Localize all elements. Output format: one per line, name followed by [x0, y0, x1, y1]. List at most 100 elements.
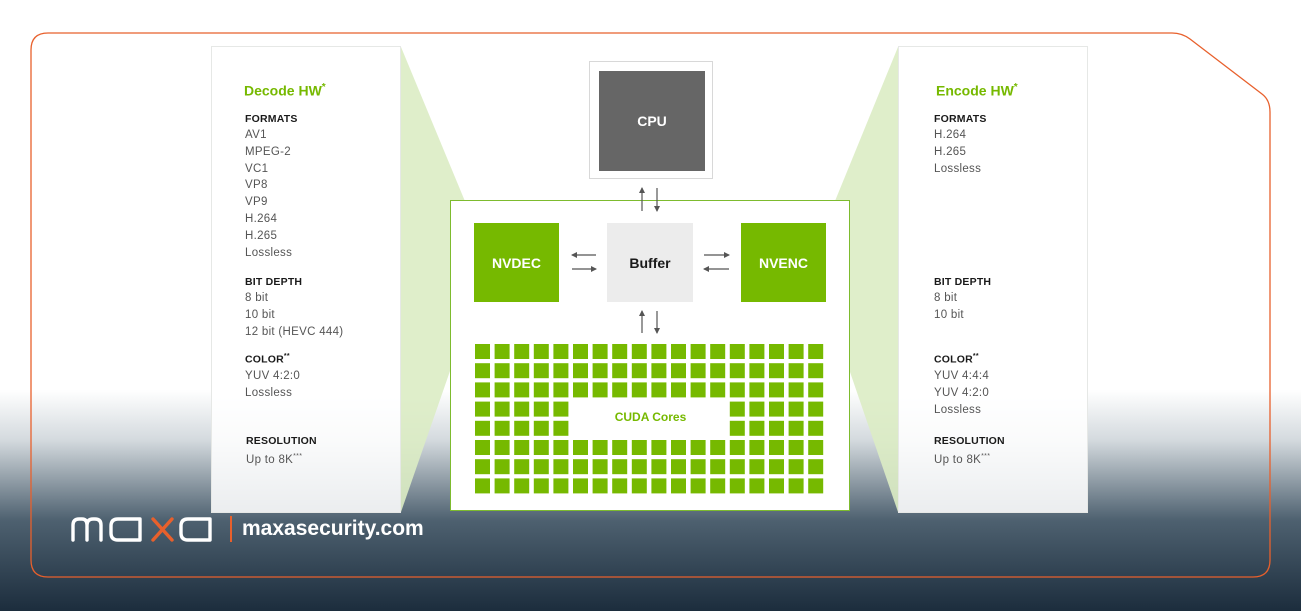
cuda-core-cell [710, 382, 726, 398]
cuda-core-cell [651, 382, 667, 398]
decode-bitdepth-item: 12 bit (HEVC 444) [245, 325, 344, 338]
cuda-core-cell [729, 382, 745, 398]
cuda-core-cell [494, 382, 510, 398]
cuda-core-cell [651, 459, 667, 475]
cuda-core-cell [690, 459, 706, 475]
cuda-core-cell [553, 440, 569, 455]
cuda-core-cell [749, 420, 765, 436]
cuda-core-cell [788, 440, 804, 455]
cuda-core-cell [533, 401, 549, 417]
cuda-core-cell [612, 344, 628, 359]
decode-resolution-heading: RESOLUTION [246, 435, 317, 447]
decode-funnel [401, 47, 474, 512]
cuda-core-cell [788, 363, 804, 379]
decode-formats-heading: FORMATS [245, 113, 298, 125]
decode-format-item: AV1 [245, 129, 267, 141]
cuda-core-cell [514, 344, 530, 359]
brand-footer: maxa maxasecurity.com [70, 512, 424, 546]
cuda-core-cell [631, 382, 647, 398]
cpu-card: CPU [589, 61, 713, 179]
cuda-core-cell [592, 459, 608, 475]
encode-color-item: YUV 4:2:0 [934, 386, 990, 399]
cpu-buffer-arrows [639, 187, 660, 212]
cuda-core-cell [808, 344, 824, 359]
decode-hw-title: Decode HW* [244, 82, 326, 99]
cuda-core-cell [494, 401, 510, 417]
cuda-core-cell [573, 459, 588, 475]
cuda-core-cell [769, 440, 784, 455]
cuda-core-cell [651, 440, 667, 455]
encode-hw-panel: Encode HW* FORMATS H.264 H.265 Lossless … [898, 46, 1088, 513]
encode-formats-list: H.264 H.265 Lossless [934, 127, 981, 177]
cuda-core-cell [808, 420, 824, 436]
decode-bitdepth-list: 8 bit 10 bit 12 bit (HEVC 444) [245, 290, 343, 340]
cuda-core-cell [769, 478, 784, 494]
cuda-core-cell [494, 344, 510, 359]
encode-format-item: Lossless [934, 162, 982, 175]
cuda-core-cell [514, 459, 530, 475]
cuda-core-cell [514, 382, 530, 398]
decode-format-item: VP8 [245, 179, 268, 192]
cuda-core-cell [690, 382, 706, 398]
encode-bitdepth-item: 8 bit [934, 292, 958, 304]
decode-resolution-value: Up to 8K*** [246, 453, 303, 466]
cuda-core-cell [573, 440, 588, 455]
cuda-core-cell [514, 401, 530, 417]
cuda-core-cell [749, 401, 765, 417]
cuda-core-cell [514, 363, 530, 379]
encode-color-item: Lossless [934, 403, 982, 416]
cuda-core-cell [631, 440, 647, 455]
cuda-core-cell [788, 382, 804, 398]
cuda-core-cell [573, 363, 588, 379]
cuda-core-cell [769, 459, 784, 475]
cuda-core-cell [494, 459, 510, 475]
cuda-core-cell [690, 344, 706, 359]
cuda-core-cell [710, 363, 726, 379]
cuda-core-cell [553, 344, 569, 359]
decode-format-item: H.264 [245, 212, 278, 225]
nvdec-buffer-arrows [571, 252, 597, 272]
cuda-core-cell [808, 382, 824, 398]
cuda-core-cell [533, 420, 549, 436]
cuda-core-cell [769, 363, 784, 379]
cuda-core-cell [788, 420, 804, 436]
cuda-core-cell [494, 440, 510, 455]
nvdec-block: NVDEC [474, 223, 559, 302]
decode-color-item: Lossless [245, 386, 293, 399]
cuda-core-cell [710, 478, 726, 494]
cuda-core-cell [749, 459, 765, 475]
cuda-core-cell [769, 420, 784, 436]
cuda-core-cell [808, 478, 824, 494]
cuda-core-cell [573, 382, 588, 398]
cuda-core-cell [671, 382, 686, 398]
cuda-core-cell [671, 440, 686, 455]
cuda-core-cell [533, 459, 549, 475]
cuda-core-cell [729, 401, 745, 417]
cuda-core-cell [671, 344, 686, 359]
cuda-core-cell [631, 459, 647, 475]
buffer-block: Buffer [607, 223, 693, 302]
decode-bitdepth-item: 8 bit [245, 292, 269, 304]
cuda-core-cell [514, 440, 530, 455]
cuda-core-cell [749, 344, 765, 359]
encode-bitdepth-item: 10 bit [934, 308, 964, 321]
cuda-core-cell [769, 382, 784, 398]
cuda-core-cell [651, 363, 667, 379]
cuda-core-cell [475, 478, 490, 494]
brand-url[interactable]: maxasecurity.com [242, 517, 424, 540]
cuda-core-cell [769, 344, 784, 359]
encode-bitdepth-heading: BIT DEPTH [934, 276, 992, 288]
cuda-core-cell [533, 363, 549, 379]
cuda-core-cell [553, 363, 569, 379]
encode-formats-heading: FORMATS [934, 113, 987, 125]
cuda-core-cell [612, 440, 628, 455]
cuda-core-cell [475, 363, 490, 379]
cuda-core-cell [553, 478, 569, 494]
decode-formats-list: AV1 MPEG-2 VC1 VP8 VP9 H.264 H.265 Lossl… [245, 127, 292, 261]
cuda-core-cell [788, 478, 804, 494]
cuda-core-cell [592, 363, 608, 379]
encode-hw-title: Encode HW* [936, 82, 1018, 99]
